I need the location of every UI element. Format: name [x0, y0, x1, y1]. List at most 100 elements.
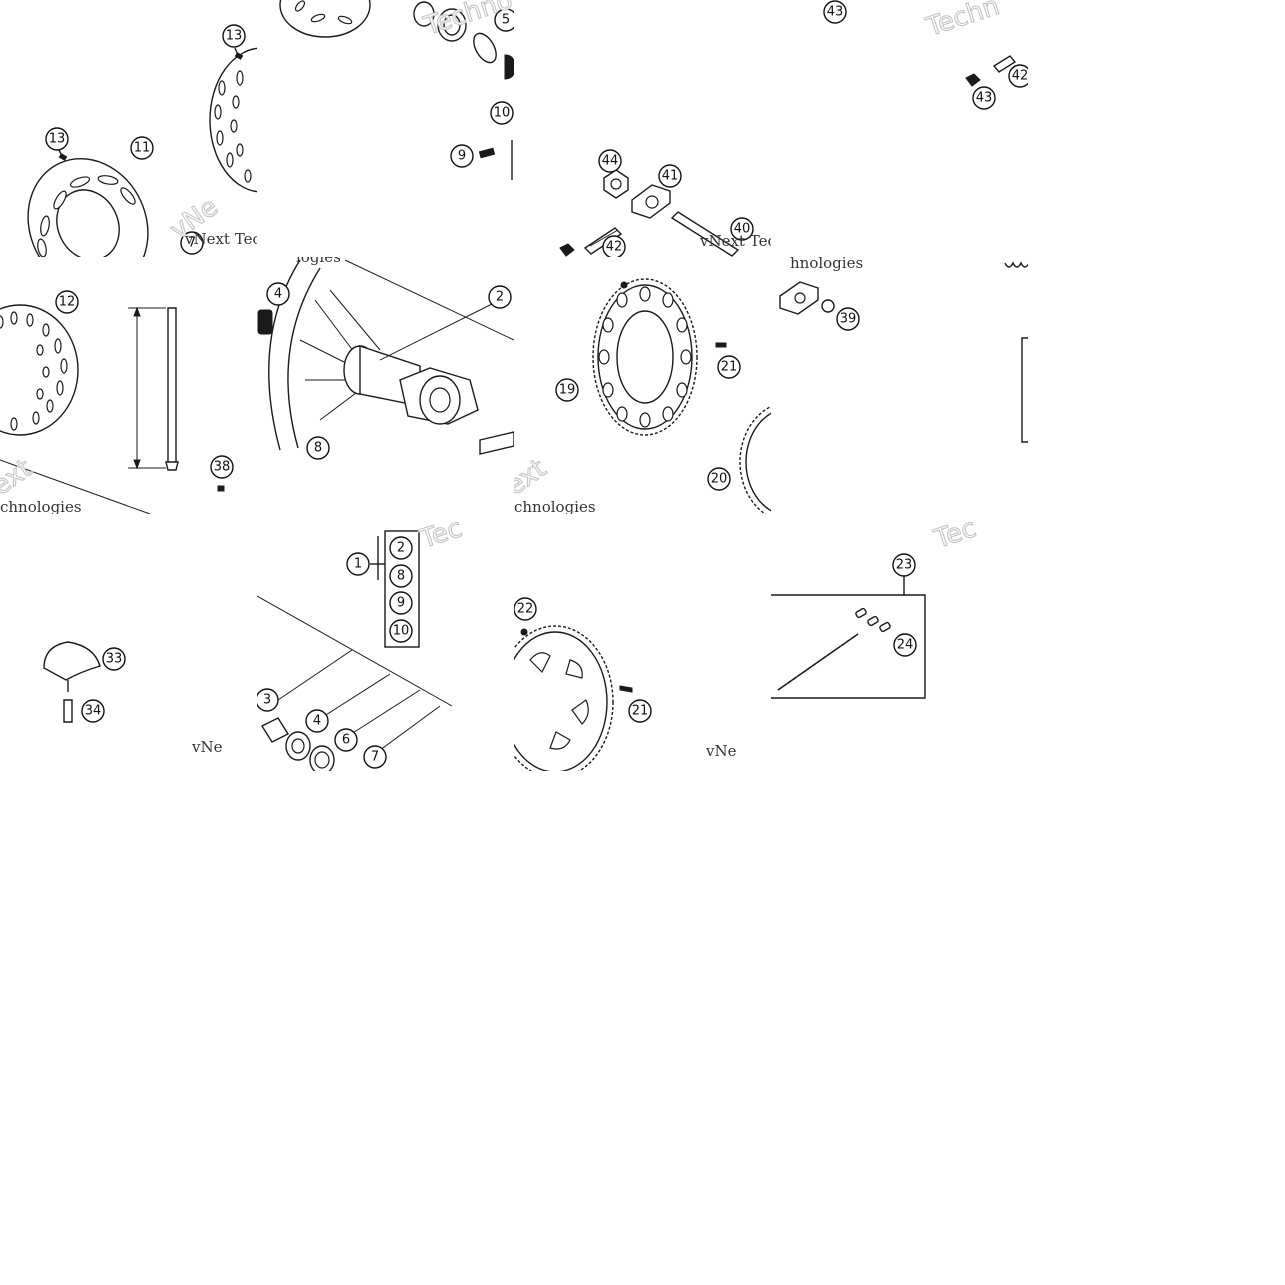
callout: 21 — [628, 699, 652, 723]
svg-text:41: 41 — [662, 169, 679, 184]
callout: 40 — [730, 217, 754, 241]
callout: 2 — [389, 536, 413, 560]
tile-r1c2: 5 10 9 Techno — [279, 0, 514, 180]
nut-22 — [620, 281, 628, 289]
tile-r1c3: 44 41 40 42 vNext Tec — [559, 149, 776, 257]
tile-r3c1: 33 34 vNe — [43, 641, 223, 756]
tile-r2c1: 12 38 ext chnologies — [0, 290, 234, 516]
callout: 4 — [266, 282, 290, 306]
watermark-text: ext — [501, 454, 552, 502]
svg-text:8: 8 — [397, 569, 405, 584]
svg-text:9: 9 — [397, 596, 405, 611]
callout: 7 — [363, 745, 387, 769]
adjuster-bolt-42 — [965, 55, 1017, 87]
callout: 39 — [836, 307, 860, 331]
svg-text:42: 42 — [606, 240, 623, 255]
watermark-text: chnologies — [0, 498, 82, 516]
callout: 34 — [81, 699, 105, 723]
rear-sprocket-partial — [514, 625, 614, 771]
callout: 43 — [823, 0, 847, 24]
svg-text:13: 13 — [49, 132, 66, 147]
chain-guide-33 — [43, 641, 101, 723]
callout: 4 — [305, 709, 329, 733]
callout: 3 — [257, 688, 279, 712]
svg-text:44: 44 — [602, 154, 619, 169]
kit-box-1 — [370, 530, 420, 648]
svg-text:21: 21 — [632, 704, 649, 719]
brake-disc-11 — [27, 157, 149, 257]
watermark-text: vNe — [191, 738, 223, 756]
tile-r2c4: 39 hnologies — [779, 257, 1028, 443]
svg-text:34: 34 — [85, 704, 102, 719]
svg-text:22: 22 — [517, 602, 534, 617]
svg-text:40: 40 — [734, 222, 751, 237]
callout: 9 — [450, 144, 474, 168]
callout: 20 — [707, 467, 731, 491]
svg-text:42: 42 — [1012, 69, 1029, 84]
callout: 21 — [717, 355, 741, 379]
svg-text:10: 10 — [494, 106, 511, 121]
callout: 9 — [389, 591, 413, 615]
callout: 13 — [45, 127, 69, 151]
svg-text:2: 2 — [496, 290, 504, 305]
spoke-length-indicator — [128, 306, 179, 471]
callout: 19 — [555, 378, 579, 402]
svg-text:11: 11 — [134, 141, 151, 156]
tile-r2c2: 4 2 8 logies — [257, 248, 514, 460]
hub-bearings — [257, 595, 453, 771]
callout: 41 — [658, 164, 682, 188]
callout: 1 — [346, 552, 370, 576]
tile-r3c2: 1 2 8 9 10 3 4 6 7 Tec — [257, 513, 466, 771]
callout: 8 — [389, 564, 413, 588]
svg-text:4: 4 — [274, 287, 282, 302]
svg-text:23: 23 — [896, 558, 913, 573]
watermark-text: Tec — [930, 513, 980, 555]
callout: 10 — [490, 101, 514, 125]
svg-text:33: 33 — [106, 652, 123, 667]
svg-text:20: 20 — [711, 472, 728, 487]
svg-text:19: 19 — [559, 383, 576, 398]
callout: 5 — [494, 8, 514, 32]
svg-text:10: 10 — [393, 624, 410, 639]
axle-adjuster-parts — [559, 169, 740, 257]
svg-text:21: 21 — [721, 360, 738, 375]
callout: 23 — [892, 553, 916, 577]
tile-r2c3: 19 21 20 ext chnologies — [501, 278, 771, 516]
drive-chain — [777, 607, 891, 691]
callout: 2 — [488, 285, 512, 309]
svg-text:1: 1 — [354, 557, 362, 572]
svg-text:4: 4 — [313, 714, 321, 729]
svg-text:2: 2 — [397, 541, 405, 556]
page-fold-line — [0, 459, 151, 514]
svg-text:12: 12 — [59, 295, 76, 310]
callout: 7 — [180, 231, 204, 255]
rear-wheel-hub — [257, 259, 514, 455]
screw-13 — [58, 47, 244, 161]
watermark-text: Tec — [416, 513, 466, 555]
svg-text:43: 43 — [976, 91, 993, 106]
callout: 44 — [598, 149, 622, 173]
watermark-text: chnologies — [514, 498, 596, 516]
callout: 43 — [972, 86, 996, 110]
watermark-text: ext — [0, 454, 38, 502]
svg-text:38: 38 — [214, 460, 231, 475]
brake-disc-partial — [209, 47, 257, 193]
screw-21 — [715, 342, 727, 348]
screw-21 — [619, 685, 633, 693]
watermark-text: logies — [296, 248, 341, 266]
svg-text:7: 7 — [188, 236, 196, 251]
svg-text:6: 6 — [342, 733, 350, 748]
nut-22 — [520, 628, 528, 636]
svg-text:3: 3 — [263, 693, 271, 708]
svg-text:13: 13 — [226, 29, 243, 44]
callout: 33 — [102, 647, 126, 671]
watermark-text: vNext Tec — [699, 232, 776, 250]
chain-kit-box-23 — [771, 576, 926, 699]
svg-text:8: 8 — [314, 441, 322, 456]
svg-text:9: 9 — [458, 149, 466, 164]
chain-adjuster — [779, 261, 1028, 443]
watermark-text: Techn — [922, 0, 1003, 43]
callout: 10 — [389, 619, 413, 643]
svg-text:43: 43 — [827, 5, 844, 20]
svg-text:39: 39 — [840, 312, 857, 327]
